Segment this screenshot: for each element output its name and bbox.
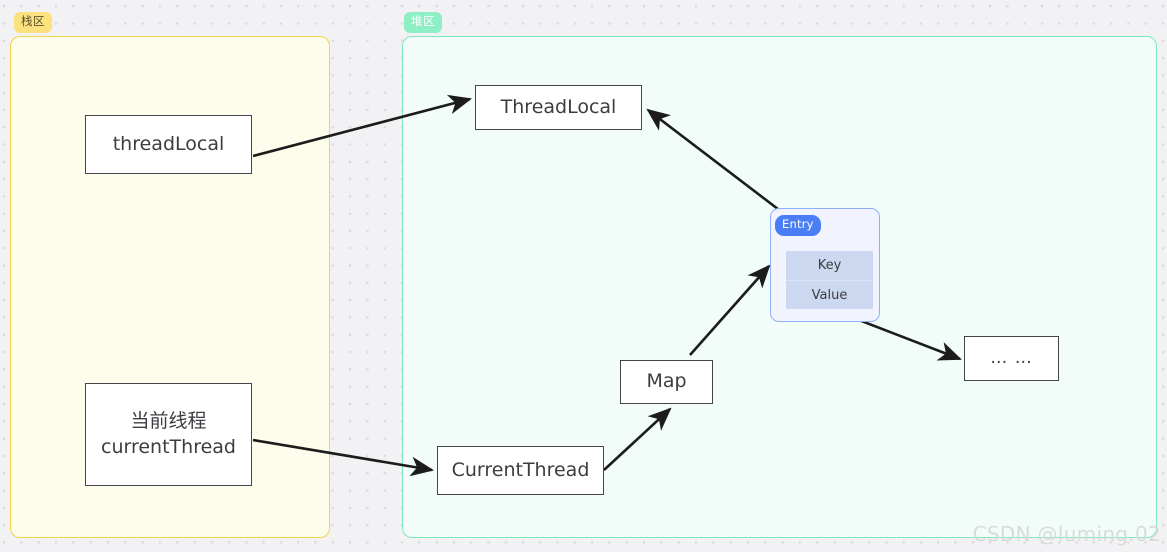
entry-badge: Entry [775, 215, 821, 236]
watermark: CSDN @luming.02 [972, 522, 1161, 546]
region-stack-badge: 栈区 [14, 12, 52, 33]
entry-row-value: Value [786, 280, 873, 309]
node-currentthread-heap[interactable]: CurrentThread [437, 446, 604, 495]
node-currentthread-stack[interactable]: 当前线程 currentThread [85, 383, 252, 486]
node-threadlocal-stack[interactable]: threadLocal [85, 115, 252, 174]
entry-row-key: Key [817, 258, 842, 273]
node-ellipsis[interactable]: … … [964, 336, 1059, 381]
node-entry[interactable]: Entry Key Value [770, 208, 880, 322]
entry-table: Key Value [786, 251, 873, 309]
region-heap-badge: 堆区 [404, 12, 442, 33]
node-map[interactable]: Map [620, 360, 713, 404]
node-threadlocal-heap[interactable]: ThreadLocal [475, 85, 642, 130]
